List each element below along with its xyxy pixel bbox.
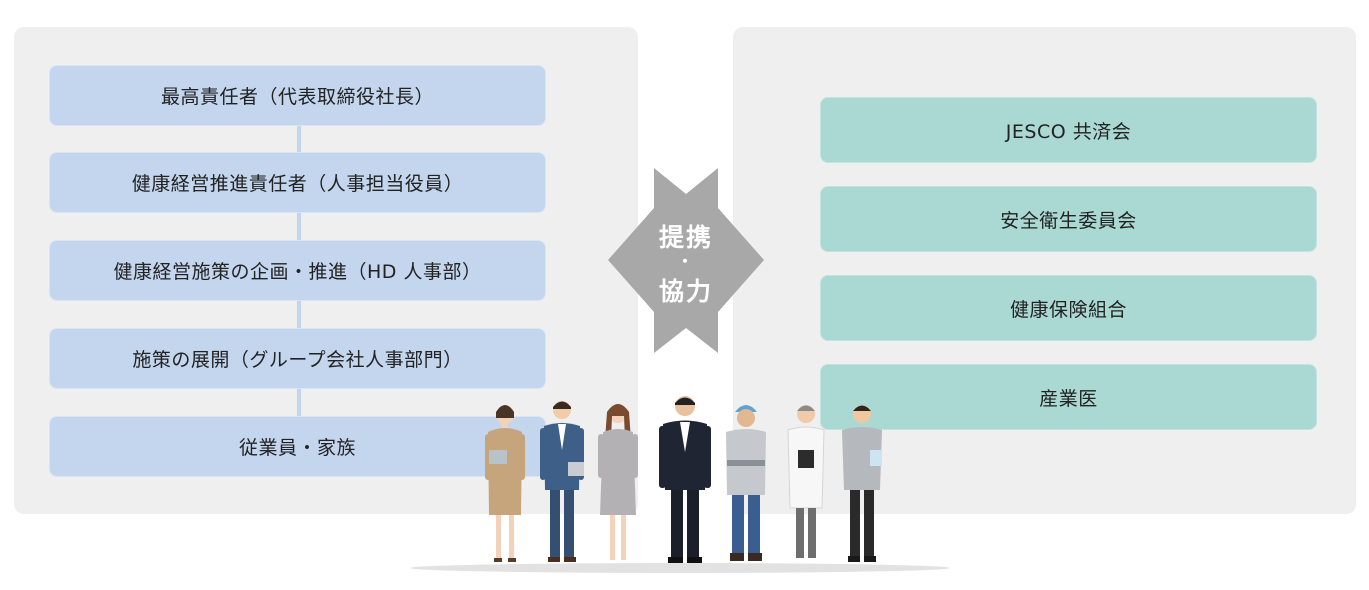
box-safety-committee: 安全衛生委員会 <box>820 186 1317 252</box>
box-health-insurance-label: 健康保険組合 <box>1009 298 1127 321</box>
box-promotion-officer: 健康経営推進責任者（人事担当役員） <box>49 152 546 213</box>
box-jesco-label: JESCO 共済会 <box>1005 120 1132 143</box>
box-chief-officer-label: 最高責任者（代表取締役社長） <box>160 86 434 108</box>
double-arrow-icon <box>608 168 764 353</box>
people-illustration <box>410 396 950 573</box>
box-industrial-physician: 産業医 <box>820 364 1317 430</box>
box-planning-label: 健康経営施策の企画・推進（HD 人事部） <box>113 261 482 283</box>
box-employees: 従業員・家族 <box>49 416 546 477</box>
person-man-gray-jacket <box>842 405 882 562</box>
box-deployment-label: 施策の展開（グループ会社人事部門） <box>132 349 463 371</box>
connector-line <box>297 389 301 416</box>
box-promotion-officer-label: 健康経営推進責任者（人事担当役員） <box>131 173 464 195</box>
person-man-blue-suit <box>540 401 584 562</box>
person-worker <box>726 405 766 561</box>
box-planning: 健康経営施策の企画・推進（HD 人事部） <box>49 240 546 301</box>
box-health-insurance: 健康保険組合 <box>820 275 1317 341</box>
box-deployment: 施策の展開（グループ会社人事部門） <box>49 328 546 389</box>
box-safety-committee-label: 安全衛生委員会 <box>1000 209 1137 232</box>
connector-line <box>297 213 301 240</box>
person-man-black-suit <box>659 396 711 563</box>
connector-line <box>297 301 301 328</box>
cooperation-label-2: 協力 <box>658 277 713 306</box>
connector-line <box>297 126 301 152</box>
person-woman-gray-suit <box>598 404 638 560</box>
box-chief-officer: 最高責任者（代表取締役社長） <box>49 65 546 126</box>
cooperation-label-1: 提携 <box>658 223 713 252</box>
cooperation-dot: ・ <box>676 252 695 271</box>
box-employees-label: 従業員・家族 <box>238 437 356 459</box>
box-industrial-physician-label: 産業医 <box>1039 387 1098 410</box>
person-doctor <box>787 405 825 558</box>
box-jesco: JESCO 共済会 <box>820 97 1317 163</box>
person-woman-beige <box>485 405 525 562</box>
